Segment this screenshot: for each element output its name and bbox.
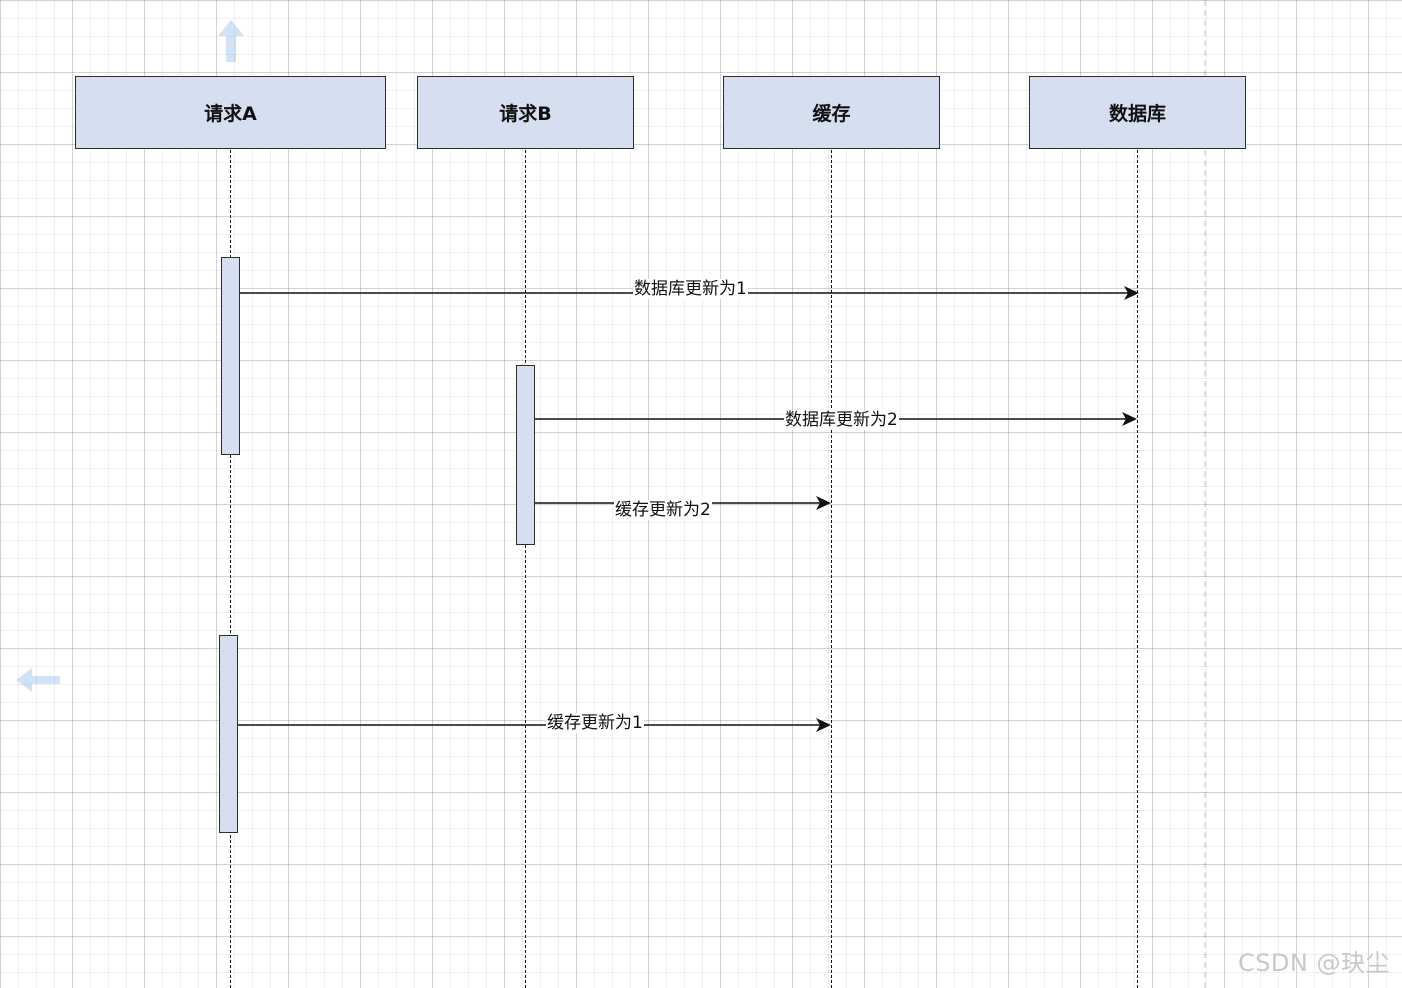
message-label-db-1[interactable]: 数据库更新为1 [633,279,748,299]
participant-label: 请求A [204,103,257,125]
participant-request-a[interactable]: 请求A [75,76,386,149]
message-label-cache-1[interactable]: 缓存更新为1 [546,713,644,733]
arrowhead-db-2 [1122,412,1137,426]
watermark: CSDN @玦尘 [1237,949,1390,977]
lifeline-cache [831,150,832,988]
participant-label: 缓存 [812,103,851,125]
activation-request-b[interactable] [516,365,535,545]
arrowhead-cache-1 [816,718,831,732]
activation-request-a-1[interactable] [221,257,240,455]
participant-request-b[interactable]: 请求B [417,76,634,149]
participant-database[interactable]: 数据库 [1029,76,1246,149]
message-label-db-2[interactable]: 数据库更新为2 [784,410,899,430]
activation-request-a-2[interactable] [219,635,238,833]
participant-label: 请求B [499,103,552,125]
lifeline-request-a [230,150,231,988]
lifeline-request-b [525,150,526,988]
arrow-up-icon[interactable] [218,20,244,62]
participant-label: 数据库 [1108,103,1166,125]
arrowhead-cache-2 [816,496,831,510]
arrow-left-icon[interactable] [16,668,60,692]
page-boundary [1204,0,1206,988]
participant-cache[interactable]: 缓存 [723,76,940,149]
lifeline-database [1137,150,1138,988]
message-label-cache-2[interactable]: 缓存更新为2 [614,500,712,520]
